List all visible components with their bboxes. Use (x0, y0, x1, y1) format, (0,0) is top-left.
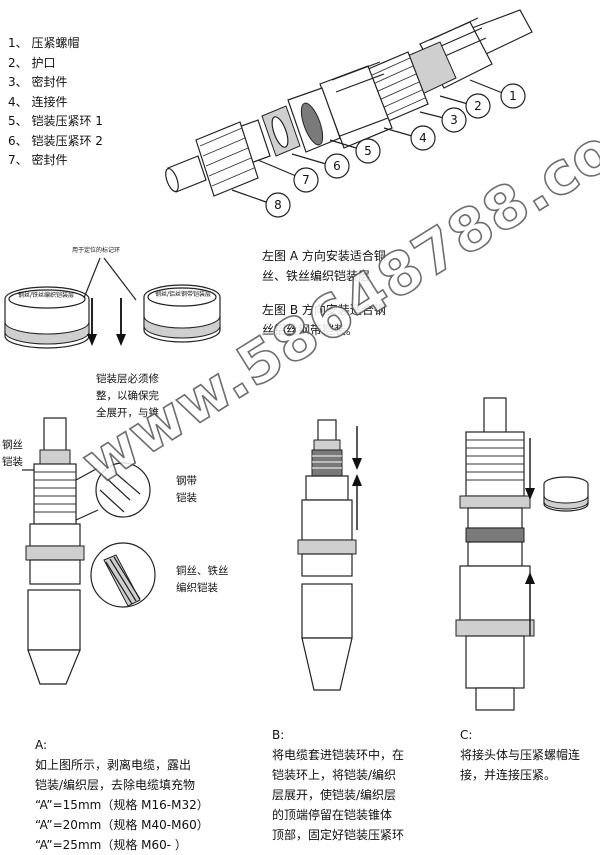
callout-number: 6 (333, 159, 341, 173)
callout-number: 5 (364, 144, 372, 158)
parts-list-item: 4、 连接件 (8, 94, 68, 109)
callout-number: 2 (474, 99, 482, 113)
steel-tape-label: 钢带 铠装 (176, 475, 197, 504)
marker-ring-label: 用于定位的标记环 (72, 247, 121, 254)
callout-circle (465, 93, 491, 119)
steel-wire-label: 钢丝 铠装 (2, 439, 23, 468)
parts-list-item: 2、 护口 (8, 55, 56, 70)
callout-circle (410, 125, 436, 151)
callout-number: 7 (302, 173, 310, 187)
exploded-gland-assembly: 1 2 3 4 5 6 7 8 (165, 9, 533, 218)
marker-ring-figure (4, 257, 221, 349)
step-a-title: A: (35, 738, 48, 752)
ring-b-label: 钢丝/铝丝钢带铠装层 (154, 291, 212, 298)
callout-number: 4 (419, 131, 427, 145)
ring-note-line: 左图 B 方向安装适合钢 (262, 303, 386, 317)
braid-label: 铜丝、铁丝 编织铠装 (176, 565, 229, 594)
step-b-title: B: (272, 728, 285, 742)
step-c-text: C: 将接头体与压紧螺帽连 接，并连接压紧。 (460, 725, 580, 785)
ring-note-line: 丝、铁丝编织铠装层 (262, 269, 371, 283)
callout-circle (293, 167, 319, 193)
callout-number: 3 (450, 113, 458, 127)
step-c-figure (455, 397, 589, 711)
armor-trim-note: 铠装层必须修 整，以确保完 全展开，与锥 (96, 373, 159, 419)
callout-circle (441, 107, 467, 133)
callout-circle (324, 153, 350, 179)
step-a-figure (22, 417, 156, 685)
parts-list-item: 6、 铠装压紧环 2 (8, 133, 103, 148)
callout-number: 8 (274, 198, 282, 212)
step-a-text: A: 如上图所示，剥离电缆，露出 铠装/编织层，去除电缆填充物 “A”=15mm… (35, 735, 209, 855)
callout-number: 1 (509, 89, 517, 103)
part-entry-body (195, 121, 259, 197)
step-b-figure (297, 419, 362, 691)
ring-note-line: 左图 A 方向安装适合铜 (262, 249, 386, 263)
parts-list: 1、 压紧螺帽 2、 护口 3、 密封件 4、 连接件 5、 铠装压紧环 1 6… (8, 34, 103, 171)
callout-circle (355, 138, 381, 164)
ring-note-line: 丝铝丝钢带铠装。 (262, 323, 359, 337)
callout-circle (265, 192, 291, 218)
parts-list-item: 3、 密封件 (8, 75, 68, 89)
ring-a-label: 钢丝/铁丝编织铠装层 (17, 292, 75, 299)
step-b-text: B: 将电缆套进铠装环中，在 铠装环上，将铠装/编织 层展开，使铠装/编织层 的… (272, 725, 404, 845)
callout-circle (500, 83, 526, 109)
parts-list-item: 7、 密封件 (8, 153, 68, 167)
parts-list-item: 1、 压紧螺帽 (8, 36, 80, 50)
step-c-title: C: (460, 728, 473, 742)
detail-circle-tape (95, 462, 151, 518)
ring-notes: 左图 A 方向安装适合铜 丝、铁丝编织铠装层 左图 B 方向安装适合钢 丝铝丝钢… (262, 246, 386, 340)
parts-list-item: 5、 铠装压紧环 1 (8, 114, 103, 128)
